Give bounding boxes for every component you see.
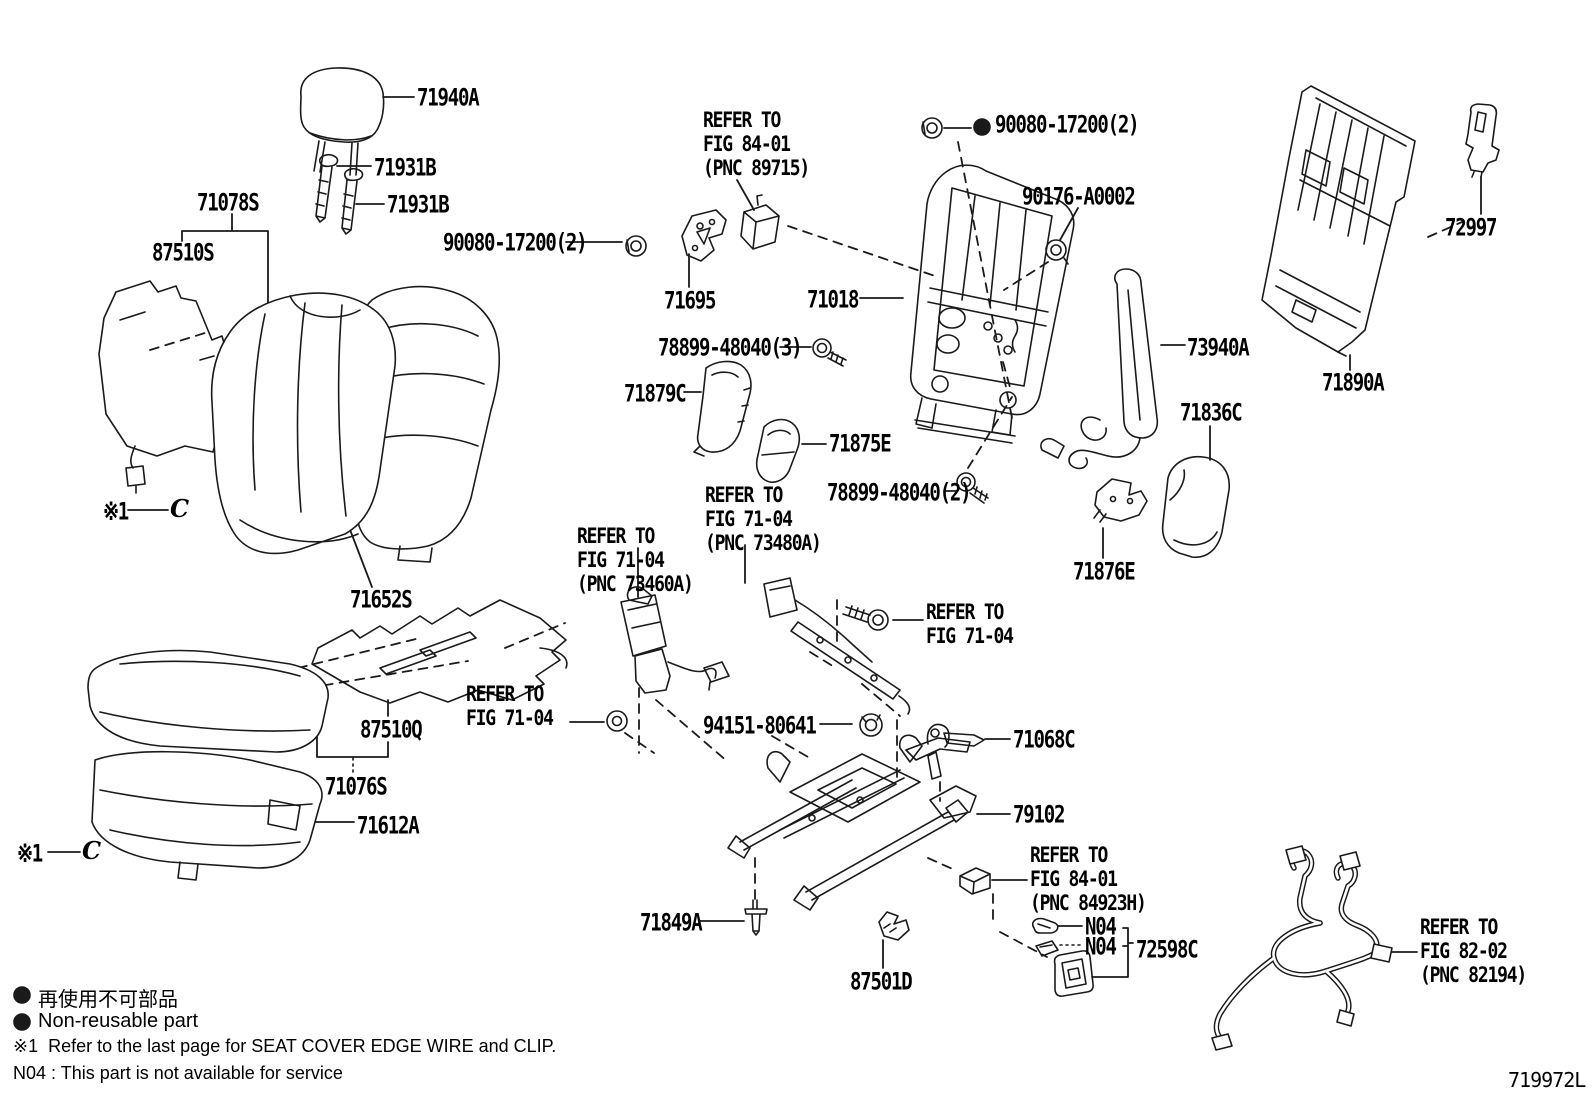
part-label-71612A: 71612A [357, 812, 420, 840]
lock-72997-drawing [1465, 103, 1500, 178]
legend-bullet-en-icon [13, 1013, 31, 1031]
part-label-71068C: 71068C [1013, 726, 1076, 754]
cushion-pad-drawing [91, 750, 323, 881]
legend-note-n04: N04 : This part is not available for ser… [13, 1063, 343, 1083]
part-label-N04-2: N04 [1085, 933, 1117, 961]
marker-note-1: ※1 [103, 498, 129, 526]
part-label-78899-48040-2: 78899-48040(2) [827, 479, 972, 507]
headrest-support-drawing [315, 154, 364, 235]
nut-94151-icon [859, 713, 883, 737]
clip-drawings [1031, 917, 1059, 957]
part-label-71931B-2: 71931B [387, 191, 450, 219]
marker-part-c-2: C [82, 836, 102, 865]
inner-belt-drawing [763, 577, 911, 715]
belt-buckle-drawing [620, 586, 730, 694]
part-label-71876E: 71876E [1073, 558, 1136, 586]
part-label-N04-1: N04 [1085, 913, 1117, 941]
grommet-icon [606, 710, 628, 732]
non-reusable-bullet-icon [973, 118, 991, 136]
cushion-cover-drawing [87, 649, 329, 753]
screw-78899-2-icon [956, 472, 989, 504]
bezel-72598C-drawing [1053, 950, 1094, 997]
part-label-72997: 72997 [1445, 214, 1497, 242]
bolt-icon [842, 605, 889, 631]
legend-non-reusable-en: Non-reusable part [38, 1010, 199, 1032]
part-label-87501D: 87501D [850, 968, 913, 996]
legend-non-reusable-jp: 再使用不可部品 [38, 989, 178, 1011]
nut-90080-left-icon [625, 235, 647, 257]
part-label-87510S: 87510S [152, 239, 215, 267]
leader-lines [47, 96, 1482, 978]
pad-71836C-drawing [1161, 455, 1230, 558]
dotted-leaders [352, 757, 1083, 946]
part-label-94151-80641: 94151-80641 [703, 712, 817, 740]
part-label-71849A: 71849A [640, 909, 703, 937]
part-label-90080-17200-right: 90080-17200(2) [995, 111, 1140, 139]
hinge-71068C-drawing [905, 723, 985, 780]
headrest-drawing [299, 67, 385, 176]
legend-note1-symbol: ※1 [13, 1036, 39, 1056]
nut-90080-right-icon [921, 117, 943, 139]
connector-box-drawing [959, 867, 991, 895]
part-label-71890A: 71890A [1322, 369, 1385, 397]
part-label-73940A: 73940A [1187, 334, 1250, 362]
document-code: 719972L [1508, 1068, 1586, 1092]
part-label-79102: 79102 [1013, 801, 1065, 829]
seatback-board-drawing [1261, 85, 1416, 357]
nut-90176-icon [1045, 239, 1069, 265]
part-label-71875E: 71875E [829, 430, 892, 458]
part-label-90176-A0002: 90176-A0002 [1022, 183, 1136, 211]
clamp-87501D-drawing [878, 911, 910, 941]
part-label-71652S: 71652S [350, 586, 413, 614]
part-label-71078S: 71078S [197, 189, 260, 217]
shield-71879C-drawing [693, 360, 752, 457]
cover-71875E-drawing [755, 418, 801, 483]
side-airbag-drawing [1040, 268, 1159, 470]
part-label-71695: 71695 [664, 287, 716, 315]
part-label-71076S: 71076S [325, 773, 388, 801]
legend-note2-symbol: N04 [13, 1063, 47, 1083]
seatback-frame-drawing [909, 164, 1075, 444]
part-label-71836C: 71836C [1180, 399, 1243, 427]
part-label-72598C: 72598C [1136, 936, 1199, 964]
part-label-71018: 71018 [807, 286, 859, 314]
part-label-87510Q: 87510Q [360, 716, 423, 744]
bracket-71876E-drawing [1093, 478, 1148, 523]
part-label-71879C: 71879C [624, 380, 687, 408]
bracket-71695-drawing [681, 209, 727, 262]
part-label-71931B-1: 71931B [374, 154, 437, 182]
screw-78899-3-icon [812, 338, 847, 367]
marker-note-2: ※1 [17, 840, 43, 868]
seat-track-frame-drawing [727, 734, 977, 911]
part-label-71940A: 71940A [417, 84, 480, 112]
part-label-90080-17200-left: 90080-17200(2) [443, 229, 588, 257]
seatback-cover-drawing [210, 292, 397, 555]
legend-bullet-jp-icon [13, 986, 31, 1004]
wire-harness-drawing [1211, 845, 1393, 1051]
cushion-heater-drawing [311, 599, 568, 704]
marker-part-c-1: C [170, 494, 190, 523]
sensor-box-drawing [740, 194, 780, 250]
push-pin-drawing [744, 899, 768, 936]
part-label-78899-48040-3: 78899-48040(3) [658, 334, 803, 362]
